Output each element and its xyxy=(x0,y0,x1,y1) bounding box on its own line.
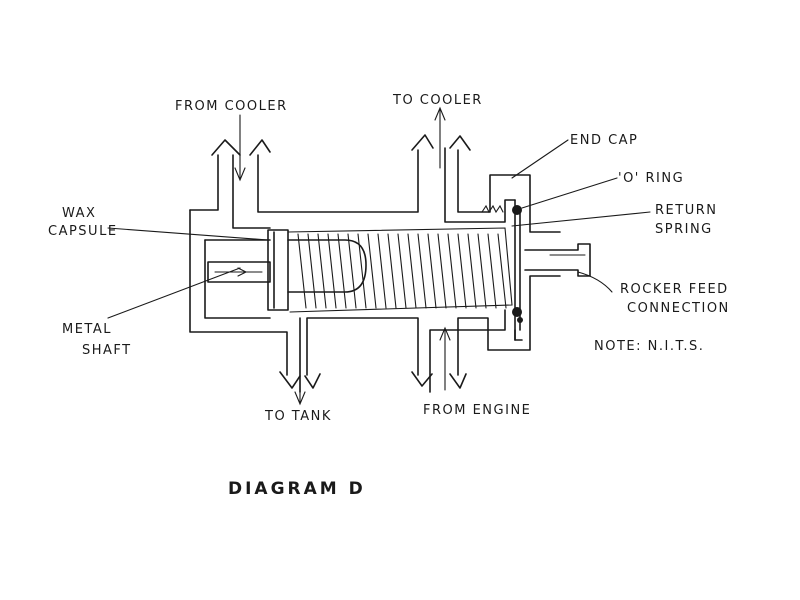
from-cooler-inlet-arrow xyxy=(211,114,271,182)
spring-coil xyxy=(467,233,477,309)
spring-coil xyxy=(367,233,377,309)
spring-coil xyxy=(497,233,507,309)
wax-capsule-label-line2: CAPSULE xyxy=(48,224,118,239)
spring-coil xyxy=(337,233,347,309)
wax-capsule xyxy=(267,229,367,311)
spring-coil xyxy=(437,233,447,309)
return-spring xyxy=(287,227,513,313)
to-cooler-outlet-arrow xyxy=(411,106,471,169)
o-ring-label: 'O' RING xyxy=(618,171,684,186)
spring-coil xyxy=(347,233,357,309)
metal-shaft-label-line2: SHAFT xyxy=(82,343,132,358)
from-engine-inlet-arrow xyxy=(411,326,467,391)
spring-coil xyxy=(317,233,327,309)
to-cooler-label: TO COOLER xyxy=(392,93,483,108)
o-ring-top xyxy=(481,204,522,215)
to-tank-outlet-arrow xyxy=(279,339,321,406)
spring-coil xyxy=(307,233,317,309)
spring-coil xyxy=(427,233,437,309)
spring-coil xyxy=(297,233,307,309)
note-label: NOTE: N.I.T.S. xyxy=(594,339,704,354)
rocker-feed-connection xyxy=(524,243,591,277)
spring-coil xyxy=(377,233,387,309)
to-tank-label: TO TANK xyxy=(264,409,332,424)
spring-coil xyxy=(417,233,427,309)
rocker-feed-label-line1: ROCKER FEED xyxy=(620,282,729,297)
spring-coil xyxy=(407,233,417,309)
spring-coil xyxy=(387,233,397,309)
metal-shaft xyxy=(207,261,271,283)
metal-shaft-label-line1: METAL xyxy=(62,322,112,337)
from-engine-label: FROM ENGINE xyxy=(423,403,531,418)
leader-lines xyxy=(107,139,651,319)
return-spring-label-line1: RETURN xyxy=(655,203,717,218)
o-ring-bottom xyxy=(512,307,523,323)
spring-coil xyxy=(457,233,467,309)
spring-coil xyxy=(447,233,457,309)
end-cap-label: END CAP xyxy=(570,133,638,148)
wax-capsule-label-line1: WAX xyxy=(62,206,96,221)
spring-coil xyxy=(477,233,487,309)
spring-coil xyxy=(357,233,367,309)
rocker-feed-label-line2: CONNECTION xyxy=(627,301,730,316)
diagram-title: DIAGRAM D xyxy=(228,479,366,499)
spring-coil xyxy=(487,233,497,309)
spring-coil xyxy=(397,233,407,309)
valve-housing xyxy=(189,147,561,393)
spring-coil xyxy=(327,233,337,309)
from-cooler-label: FROM COOLER xyxy=(175,99,288,114)
return-spring-label-line2: SPRING xyxy=(655,222,713,237)
